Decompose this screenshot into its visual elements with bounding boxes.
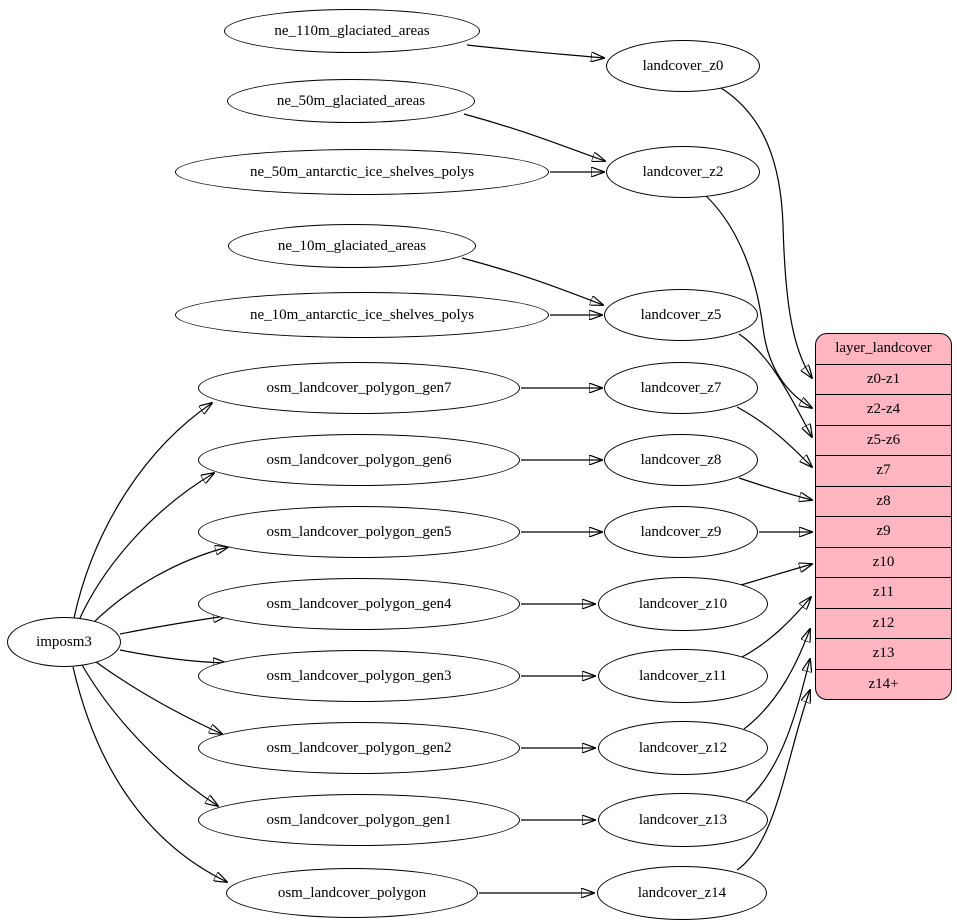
table-title: layer_landcover (835, 340, 932, 357)
edge-z7-row (736, 406, 812, 467)
node-label: landcover_z11 (639, 667, 727, 684)
edge-imposm3-gen1 (81, 664, 218, 806)
edge-z10-row (740, 564, 812, 586)
node-landcover-z11: landcover_z11 (598, 649, 768, 703)
edge-imposm3-gen6 (78, 473, 214, 621)
node-landcover-z13: landcover_z13 (598, 793, 768, 847)
edge-imposm3-gen5 (92, 547, 228, 624)
node-landcover-z12: landcover_z12 (598, 721, 768, 775)
edge-z0-row (720, 87, 812, 378)
node-landcover-z5: landcover_z5 (604, 289, 758, 341)
node-label: landcover_z8 (640, 451, 722, 468)
node-landcover-z10: landcover_z10 (598, 577, 768, 631)
node-label: osm_landcover_polygon_gen3 (266, 667, 452, 684)
edge-z2-row (704, 194, 812, 408)
node-osm-landcover-polygon-gen2: osm_landcover_polygon_gen2 (198, 722, 520, 774)
table-row-z5-z6: z5-z6 (816, 424, 951, 456)
node-ne-50m-antarctic-ice-shelves-polys: ne_50m_antarctic_ice_shelves_polys (175, 149, 549, 195)
node-ne-10m-antarctic-ice-shelves-polys: ne_10m_antarctic_ice_shelves_polys (175, 292, 549, 338)
node-osm-landcover-polygon-gen6: osm_landcover_polygon_gen6 (198, 434, 520, 486)
edge-z12-row (743, 629, 810, 730)
node-label: landcover_z0 (642, 57, 724, 74)
edge-z14-row (736, 690, 810, 871)
node-label: ne_10m_glaciated_areas (277, 237, 427, 254)
node-imposm3-label: imposm3 (36, 633, 92, 650)
node-label: landcover_z14 (637, 884, 727, 901)
node-label: osm_landcover_polygon (277, 884, 427, 901)
node-label: osm_landcover_polygon_gen1 (266, 811, 452, 828)
node-landcover-z8: landcover_z8 (604, 434, 758, 486)
node-imposm3: imposm3 (7, 617, 121, 667)
table-row-z12: z12 (816, 607, 951, 639)
table-row-z0-z1: z0-z1 (816, 363, 951, 395)
node-ne-110m-glaciated-areas: ne_110m_glaciated_areas (224, 9, 480, 53)
edge-z8-row (738, 477, 812, 500)
node-label: landcover_z2 (642, 163, 724, 180)
table-layer-landcover: layer_landcover z0-z1 z2-z4 z5-z6 z7 z8 … (815, 333, 952, 700)
node-label: landcover_z5 (640, 306, 722, 323)
node-ne-10m-glaciated-areas: ne_10m_glaciated_areas (228, 224, 476, 268)
node-osm-landcover-polygon: osm_landcover_polygon (226, 868, 478, 918)
table-row-z13: z13 (816, 638, 951, 669)
node-label: landcover_z12 (638, 739, 728, 756)
node-label: landcover_z10 (638, 595, 728, 612)
table-row-z9: z9 (816, 516, 951, 547)
edge-imposm3-gen4 (119, 616, 226, 635)
node-osm-landcover-polygon-gen5: osm_landcover_polygon_gen5 (198, 506, 520, 558)
edge-ne10mg-z5 (461, 257, 603, 305)
node-label: ne_50m_antarctic_ice_shelves_polys (249, 163, 475, 180)
node-landcover-z14: landcover_z14 (597, 866, 767, 920)
node-label: ne_50m_glaciated_areas (276, 92, 426, 109)
table-row-z10: z10 (816, 546, 951, 578)
node-osm-landcover-polygon-gen7: osm_landcover_polygon_gen7 (198, 362, 520, 414)
node-ne-50m-glaciated-areas: ne_50m_glaciated_areas (227, 79, 475, 123)
edge-ne50mg-z2 (463, 113, 605, 161)
table-row-z7: z7 (816, 455, 951, 486)
node-osm-landcover-polygon-gen4: osm_landcover_polygon_gen4 (198, 578, 520, 630)
node-label: osm_landcover_polygon_gen4 (266, 595, 452, 612)
table-row-z14plus: z14+ (816, 668, 951, 700)
edge-imposm3-polygon (72, 666, 227, 882)
node-osm-landcover-polygon-gen1: osm_landcover_polygon_gen1 (198, 794, 520, 846)
node-label: osm_landcover_polygon_gen2 (266, 739, 452, 756)
edge-z13-row (745, 659, 810, 802)
node-label: landcover_z13 (638, 811, 728, 828)
node-landcover-z2: landcover_z2 (606, 146, 760, 198)
edge-imposm3-gen3 (119, 649, 226, 663)
node-label: osm_landcover_polygon_gen5 (266, 523, 452, 540)
node-label: landcover_z7 (640, 379, 722, 396)
edge-imposm3-gen7 (73, 403, 212, 619)
node-landcover-z9: landcover_z9 (604, 506, 758, 558)
table-header: layer_landcover (816, 334, 951, 364)
node-label: ne_10m_antarctic_ice_shelves_polys (249, 306, 475, 323)
edge-z11-row (741, 597, 811, 658)
edge-imposm3-gen2 (95, 661, 222, 734)
node-landcover-z7: landcover_z7 (604, 362, 758, 414)
table-row-z2-z4: z2-z4 (816, 394, 951, 425)
node-label: osm_landcover_polygon_gen6 (266, 451, 452, 468)
edge-ne110m-z0 (466, 44, 604, 58)
node-label: osm_landcover_polygon_gen7 (266, 379, 452, 396)
node-osm-landcover-polygon-gen3: osm_landcover_polygon_gen3 (198, 650, 520, 702)
node-landcover-z0: landcover_z0 (606, 40, 760, 92)
edge-z5-row (738, 333, 812, 437)
table-row-z11: z11 (816, 577, 951, 608)
node-label: ne_110m_glaciated_areas (274, 22, 430, 39)
node-label: landcover_z9 (640, 523, 722, 540)
table-row-z8: z8 (816, 485, 951, 517)
